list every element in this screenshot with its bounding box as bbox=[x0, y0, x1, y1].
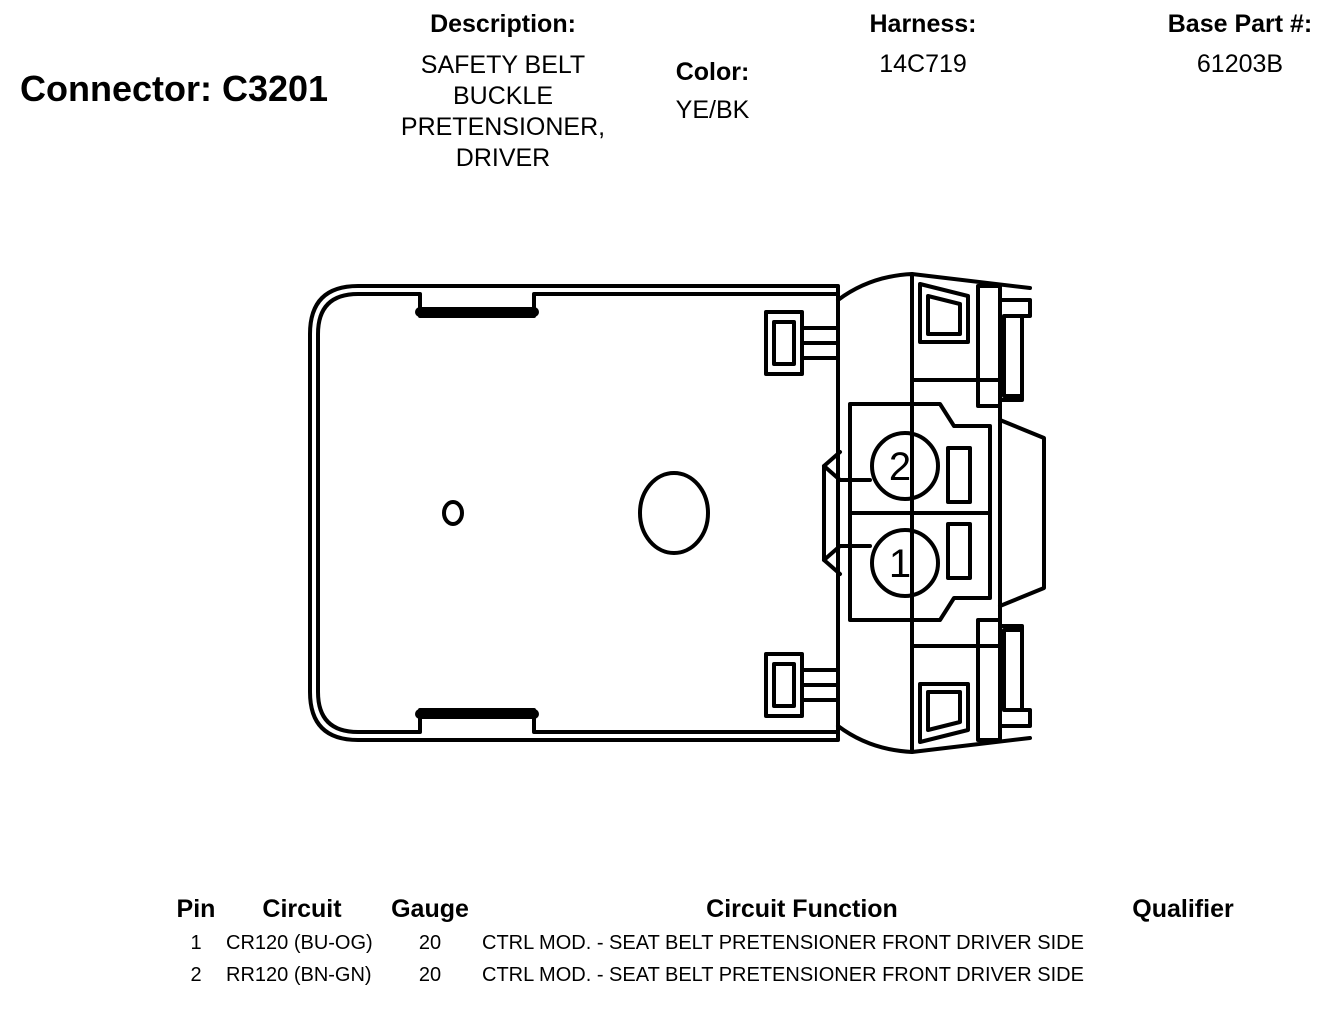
pin-header: Pin bbox=[176, 895, 216, 923]
function-cell: CTRL MOD. - SEAT BELT PRETENSIONER FRONT… bbox=[482, 932, 1084, 954]
harness-label: Harness: bbox=[869, 10, 977, 38]
base-part-value: 61203B bbox=[1196, 50, 1284, 78]
description-line: SAFETY BELT bbox=[420, 51, 586, 79]
qualifier-header: Qualifier bbox=[1132, 895, 1234, 923]
color-label: Color: bbox=[675, 58, 750, 86]
color-value: YE/BK bbox=[675, 96, 750, 124]
harness-value: 14C719 bbox=[879, 50, 967, 78]
circuit-cell: CR120 (BU-OG) bbox=[226, 932, 373, 954]
pin-2-circle bbox=[870, 431, 940, 501]
nose bbox=[998, 418, 1046, 608]
pin-cavity-block bbox=[848, 402, 992, 622]
connector-title: Connector: C3201 bbox=[20, 68, 329, 109]
function-cell: CTRL MOD. - SEAT BELT PRETENSIONER FRONT… bbox=[482, 964, 1084, 986]
circuit-cell: RR120 (BN-GN) bbox=[226, 964, 372, 986]
circuit-header: Circuit bbox=[262, 895, 342, 923]
description-line: DRIVER bbox=[455, 144, 551, 172]
lock-tab-bottom bbox=[764, 652, 840, 718]
terminal-key bbox=[822, 450, 842, 576]
locator-hole bbox=[442, 500, 464, 526]
housing-outline bbox=[308, 284, 840, 742]
gauge-cell: 20 bbox=[418, 932, 442, 954]
function-header: Circuit Function bbox=[706, 895, 898, 923]
pin-1-circle bbox=[870, 528, 940, 598]
gauge-cell: 20 bbox=[418, 964, 442, 986]
pin-1-label: 1 bbox=[889, 542, 911, 586]
description-label: Description: bbox=[430, 10, 576, 38]
center-hole bbox=[638, 471, 710, 555]
pin-cell: 1 bbox=[190, 932, 202, 954]
description-value: SAFETY BELT BUCKLE PRETENSIONER, DRIVER bbox=[372, 50, 634, 174]
pin-cell: 2 bbox=[190, 964, 202, 986]
lock-tab-top bbox=[764, 310, 840, 376]
description-line: PRETENSIONER, bbox=[400, 113, 606, 141]
latch-top bbox=[918, 282, 1032, 408]
description-line: BUCKLE bbox=[452, 82, 554, 110]
latch-bottom bbox=[918, 618, 1032, 744]
housing-inner-wall bbox=[316, 292, 838, 734]
gauge-header: Gauge bbox=[391, 895, 469, 923]
base-part-label: Base Part #: bbox=[1167, 10, 1313, 38]
pin-2-label: 2 bbox=[889, 445, 911, 489]
